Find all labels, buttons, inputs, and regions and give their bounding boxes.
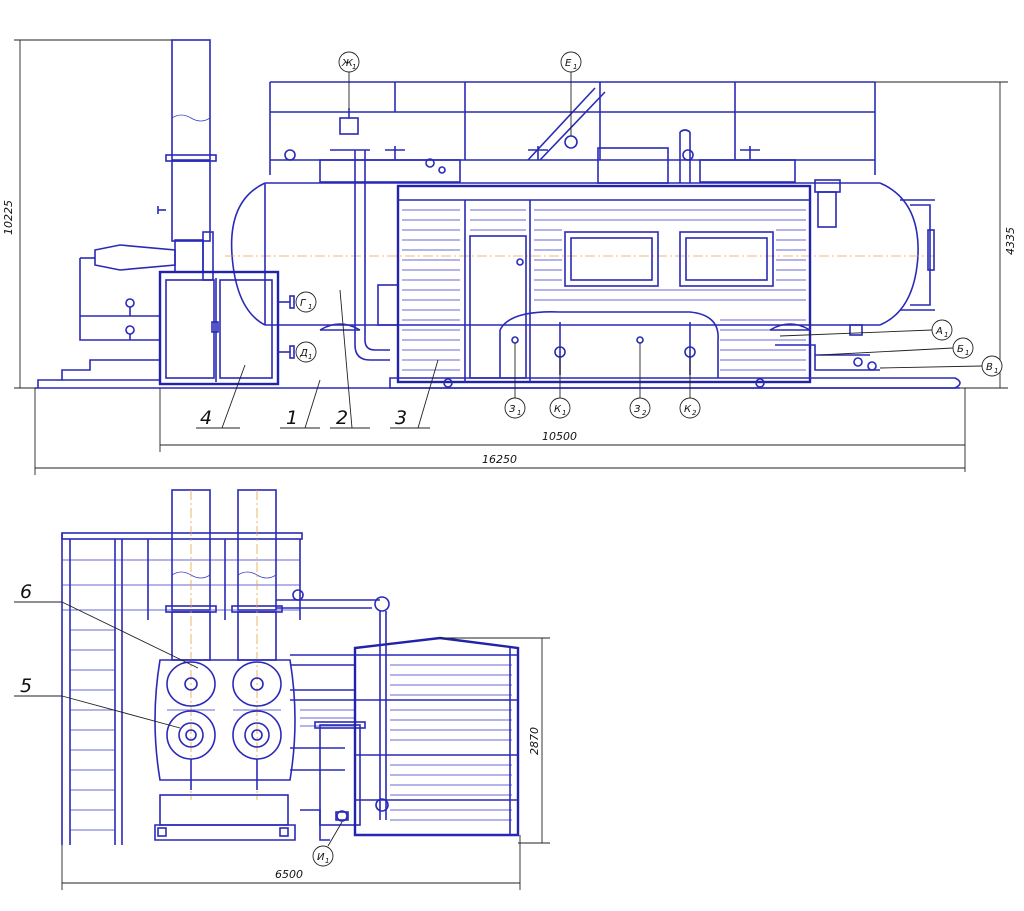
ladder-platform-front xyxy=(61,532,303,845)
conn-k2-sub: 2 xyxy=(692,409,697,417)
conn-b1-sub: 1 xyxy=(965,349,969,357)
position-labels-front: 6 5 xyxy=(14,581,199,729)
connection-bubbles-side: Ж 1 Е 1 Г 1 Д 1 А 1 Б 1 В 1 xyxy=(295,51,1003,419)
conn-z1-sub: 1 xyxy=(517,409,521,417)
position-4: 4 xyxy=(200,407,212,429)
conn-zh1-letter: Ж xyxy=(341,58,354,69)
chimneys-front xyxy=(165,489,283,800)
dim-house-height: 4335 xyxy=(1004,227,1017,255)
conn-e1-letter: Е xyxy=(565,58,572,69)
conn-k1-letter: К xyxy=(554,404,562,415)
boiler-house-front xyxy=(353,636,520,837)
side-dimensions: 10225 4335 10500 16250 xyxy=(2,39,1017,475)
conn-v1-letter: В xyxy=(986,362,993,373)
dim-overall-height: 10225 xyxy=(2,200,15,235)
conn-i1-letter: И xyxy=(317,852,325,863)
front-view: 6500 2870 6 5 И 1 xyxy=(14,489,550,890)
platform-railing-side xyxy=(269,81,876,175)
conn-z2-sub: 2 xyxy=(642,409,647,417)
position-1: 1 xyxy=(286,407,298,429)
conn-d1-sub: 1 xyxy=(308,353,312,361)
conn-z1-letter: З xyxy=(509,404,516,415)
conn-e1-sub: 1 xyxy=(573,63,577,71)
conn-i1-sub: 1 xyxy=(325,857,329,865)
position-6: 6 xyxy=(20,581,32,603)
conn-g1-sub: 1 xyxy=(308,303,312,311)
position-3: 3 xyxy=(395,407,407,429)
conn-k1-sub: 1 xyxy=(562,409,566,417)
dim-overall-length: 16250 xyxy=(482,453,517,466)
conn-a1-letter: А xyxy=(935,326,943,337)
burner-side xyxy=(79,231,214,341)
top-valves-side xyxy=(284,108,796,184)
boiler-drum-side xyxy=(225,182,935,326)
front-dimensions: 6500 2870 xyxy=(61,637,550,890)
conn-g1-letter: Г xyxy=(300,298,307,309)
conn-a1-sub: 1 xyxy=(944,331,948,339)
position-labels-side: 4 1 2 3 xyxy=(196,289,439,429)
chimney-side xyxy=(157,39,217,242)
conn-zh1-sub: 1 xyxy=(352,63,356,71)
position-2: 2 xyxy=(336,407,348,429)
dim-front-house-height: 2870 xyxy=(528,727,541,755)
control-cabinet-side xyxy=(158,270,295,386)
conn-z2-letter: З xyxy=(634,404,641,415)
dim-house-length: 10500 xyxy=(542,430,577,443)
position-5: 5 xyxy=(20,675,32,697)
conn-b1-letter: Б xyxy=(957,344,964,355)
conn-k2-letter: К xyxy=(684,404,692,415)
dim-front-width: 6500 xyxy=(275,868,303,881)
connection-bubble-front: И 1 xyxy=(312,821,343,867)
conn-v1-sub: 1 xyxy=(994,367,998,375)
boiler-house-side xyxy=(396,184,812,384)
side-view: 10225 4335 10500 16250 4 1 2 3 xyxy=(2,39,1017,475)
boiler-front xyxy=(154,659,296,790)
conn-d1-letter: Д xyxy=(299,348,308,359)
